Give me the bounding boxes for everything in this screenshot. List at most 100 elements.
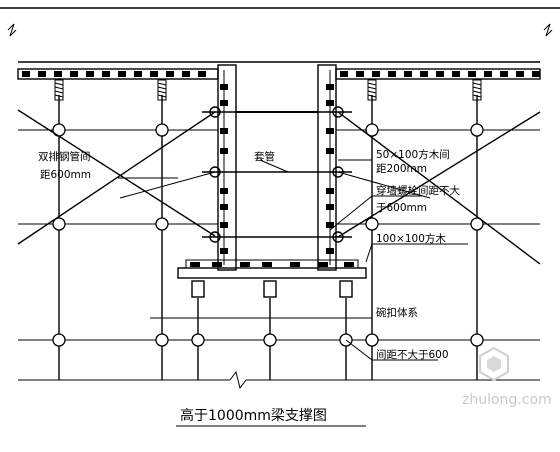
jack-thread	[157, 82, 167, 86]
slab-hatch-block	[404, 71, 412, 77]
jack-thread	[472, 94, 482, 98]
drawing-title-block: 高于1000mm梁支撑图	[176, 407, 366, 427]
coupler-node	[155, 217, 169, 231]
jack-thread	[472, 82, 482, 86]
scaffold-ledgers	[18, 129, 540, 341]
slab-hatch-block	[198, 71, 206, 77]
slab-hatch-block	[166, 71, 174, 77]
jack-thread	[54, 82, 64, 86]
label-spacing: 间距不大于600	[376, 348, 449, 361]
coupler-node	[191, 333, 205, 347]
adjustable-jacks	[191, 280, 353, 298]
beam-side-forms	[217, 64, 337, 271]
label-bolt-line2: 于600mm	[376, 202, 427, 214]
slab-hatch-block	[86, 71, 94, 77]
slab-hatch-block	[182, 71, 190, 77]
slab-hatch-block	[102, 71, 110, 77]
jack-thread	[472, 90, 482, 94]
side-form-cleat	[326, 84, 334, 90]
watermark-logo	[479, 346, 509, 382]
slab-hatch-block	[70, 71, 78, 77]
jack-thread	[157, 86, 167, 90]
side-form-cleat	[220, 188, 228, 194]
slab-hatch-block	[54, 71, 62, 77]
beam-bottom	[202, 106, 352, 243]
bearer-block	[290, 262, 300, 267]
side-form-cleat	[326, 100, 334, 106]
coupler-node	[470, 123, 484, 137]
left-slab-formwork	[17, 68, 219, 80]
slab-hatch-block	[484, 71, 492, 77]
slab-hatch-block	[38, 71, 46, 77]
top-jack	[472, 79, 482, 101]
slab-hatch-block	[516, 71, 524, 77]
jack-thread	[472, 86, 482, 90]
slab-hatch-block	[372, 71, 380, 77]
side-form-cleat	[326, 248, 334, 254]
bearer-block	[318, 262, 328, 267]
section-break	[18, 370, 540, 390]
coupler-node	[155, 333, 169, 347]
coupler-node	[365, 217, 379, 231]
side-form-cleat	[326, 188, 334, 194]
slab-hatch-block	[420, 71, 428, 77]
jack-thread	[157, 94, 167, 98]
beam-bearer	[177, 259, 367, 279]
label-bolt-line1: 穿墙螺栓间距不大	[376, 184, 460, 197]
slab-hatch-block	[436, 71, 444, 77]
right-slab-formwork	[335, 68, 541, 80]
bearer-block	[262, 262, 272, 267]
slab-hatch-block	[356, 71, 364, 77]
jack-thread	[367, 86, 377, 90]
coupler-node	[52, 217, 66, 231]
slab-hatch-block	[452, 71, 460, 77]
coupler-node	[155, 123, 169, 137]
label-coupler-system: 碗扣体系	[376, 306, 418, 319]
watermark: zhulong.com	[462, 346, 552, 408]
leader-lines	[118, 159, 468, 361]
jack-thread	[54, 94, 64, 98]
coupler-node	[365, 333, 379, 347]
side-form-cleat	[326, 204, 334, 210]
slab-hatch-block	[340, 71, 348, 77]
label-timber-100: 100×100方木	[376, 232, 446, 245]
bearer-block	[344, 262, 354, 267]
side-form-cleat	[326, 222, 334, 228]
coupler-node	[263, 333, 277, 347]
jack-thread	[54, 86, 64, 90]
jack-thread	[367, 94, 377, 98]
side-form-cleat	[220, 248, 228, 254]
watermark-text: zhulong.com	[462, 392, 552, 408]
side-form-cleat	[326, 148, 334, 154]
label-timber-50-line1: 50×100方木间	[376, 148, 450, 161]
slab-hatch-block	[468, 71, 476, 77]
side-form-cleat	[220, 204, 228, 210]
slab-hatch-block	[500, 71, 508, 77]
top-jack	[54, 79, 64, 101]
side-form-cleat	[220, 148, 228, 154]
drawing-title: 高于1000mm梁支撑图	[180, 407, 327, 424]
label-double-tube-line1: 双排钢管间	[38, 150, 91, 163]
bearer-block	[190, 262, 200, 267]
top-jack	[367, 79, 377, 101]
annotations: 双排钢管间 距600mm 套管 50×100方木间 距200mm 穿墙螺栓间距不…	[38, 148, 460, 361]
coupler-node	[52, 333, 66, 347]
slab-hatch-block	[150, 71, 158, 77]
slab-hatch-block	[532, 71, 540, 77]
coupler-node	[365, 123, 379, 137]
slab-hatch-block	[388, 71, 396, 77]
side-form-cleat	[220, 84, 228, 90]
label-timber-50-line2: 距200mm	[376, 163, 427, 175]
jack-thread	[367, 90, 377, 94]
coupler-node	[470, 217, 484, 231]
slab-hatch-block	[134, 71, 142, 77]
diagonal-braces	[17, 109, 541, 265]
side-form-cleat	[220, 128, 228, 134]
slab-hatch-block	[22, 71, 30, 77]
jack-thread	[54, 90, 64, 94]
jack-thread	[367, 82, 377, 86]
jack-thread	[157, 90, 167, 94]
side-form-cleat	[220, 100, 228, 106]
side-form-cleat	[220, 222, 228, 228]
